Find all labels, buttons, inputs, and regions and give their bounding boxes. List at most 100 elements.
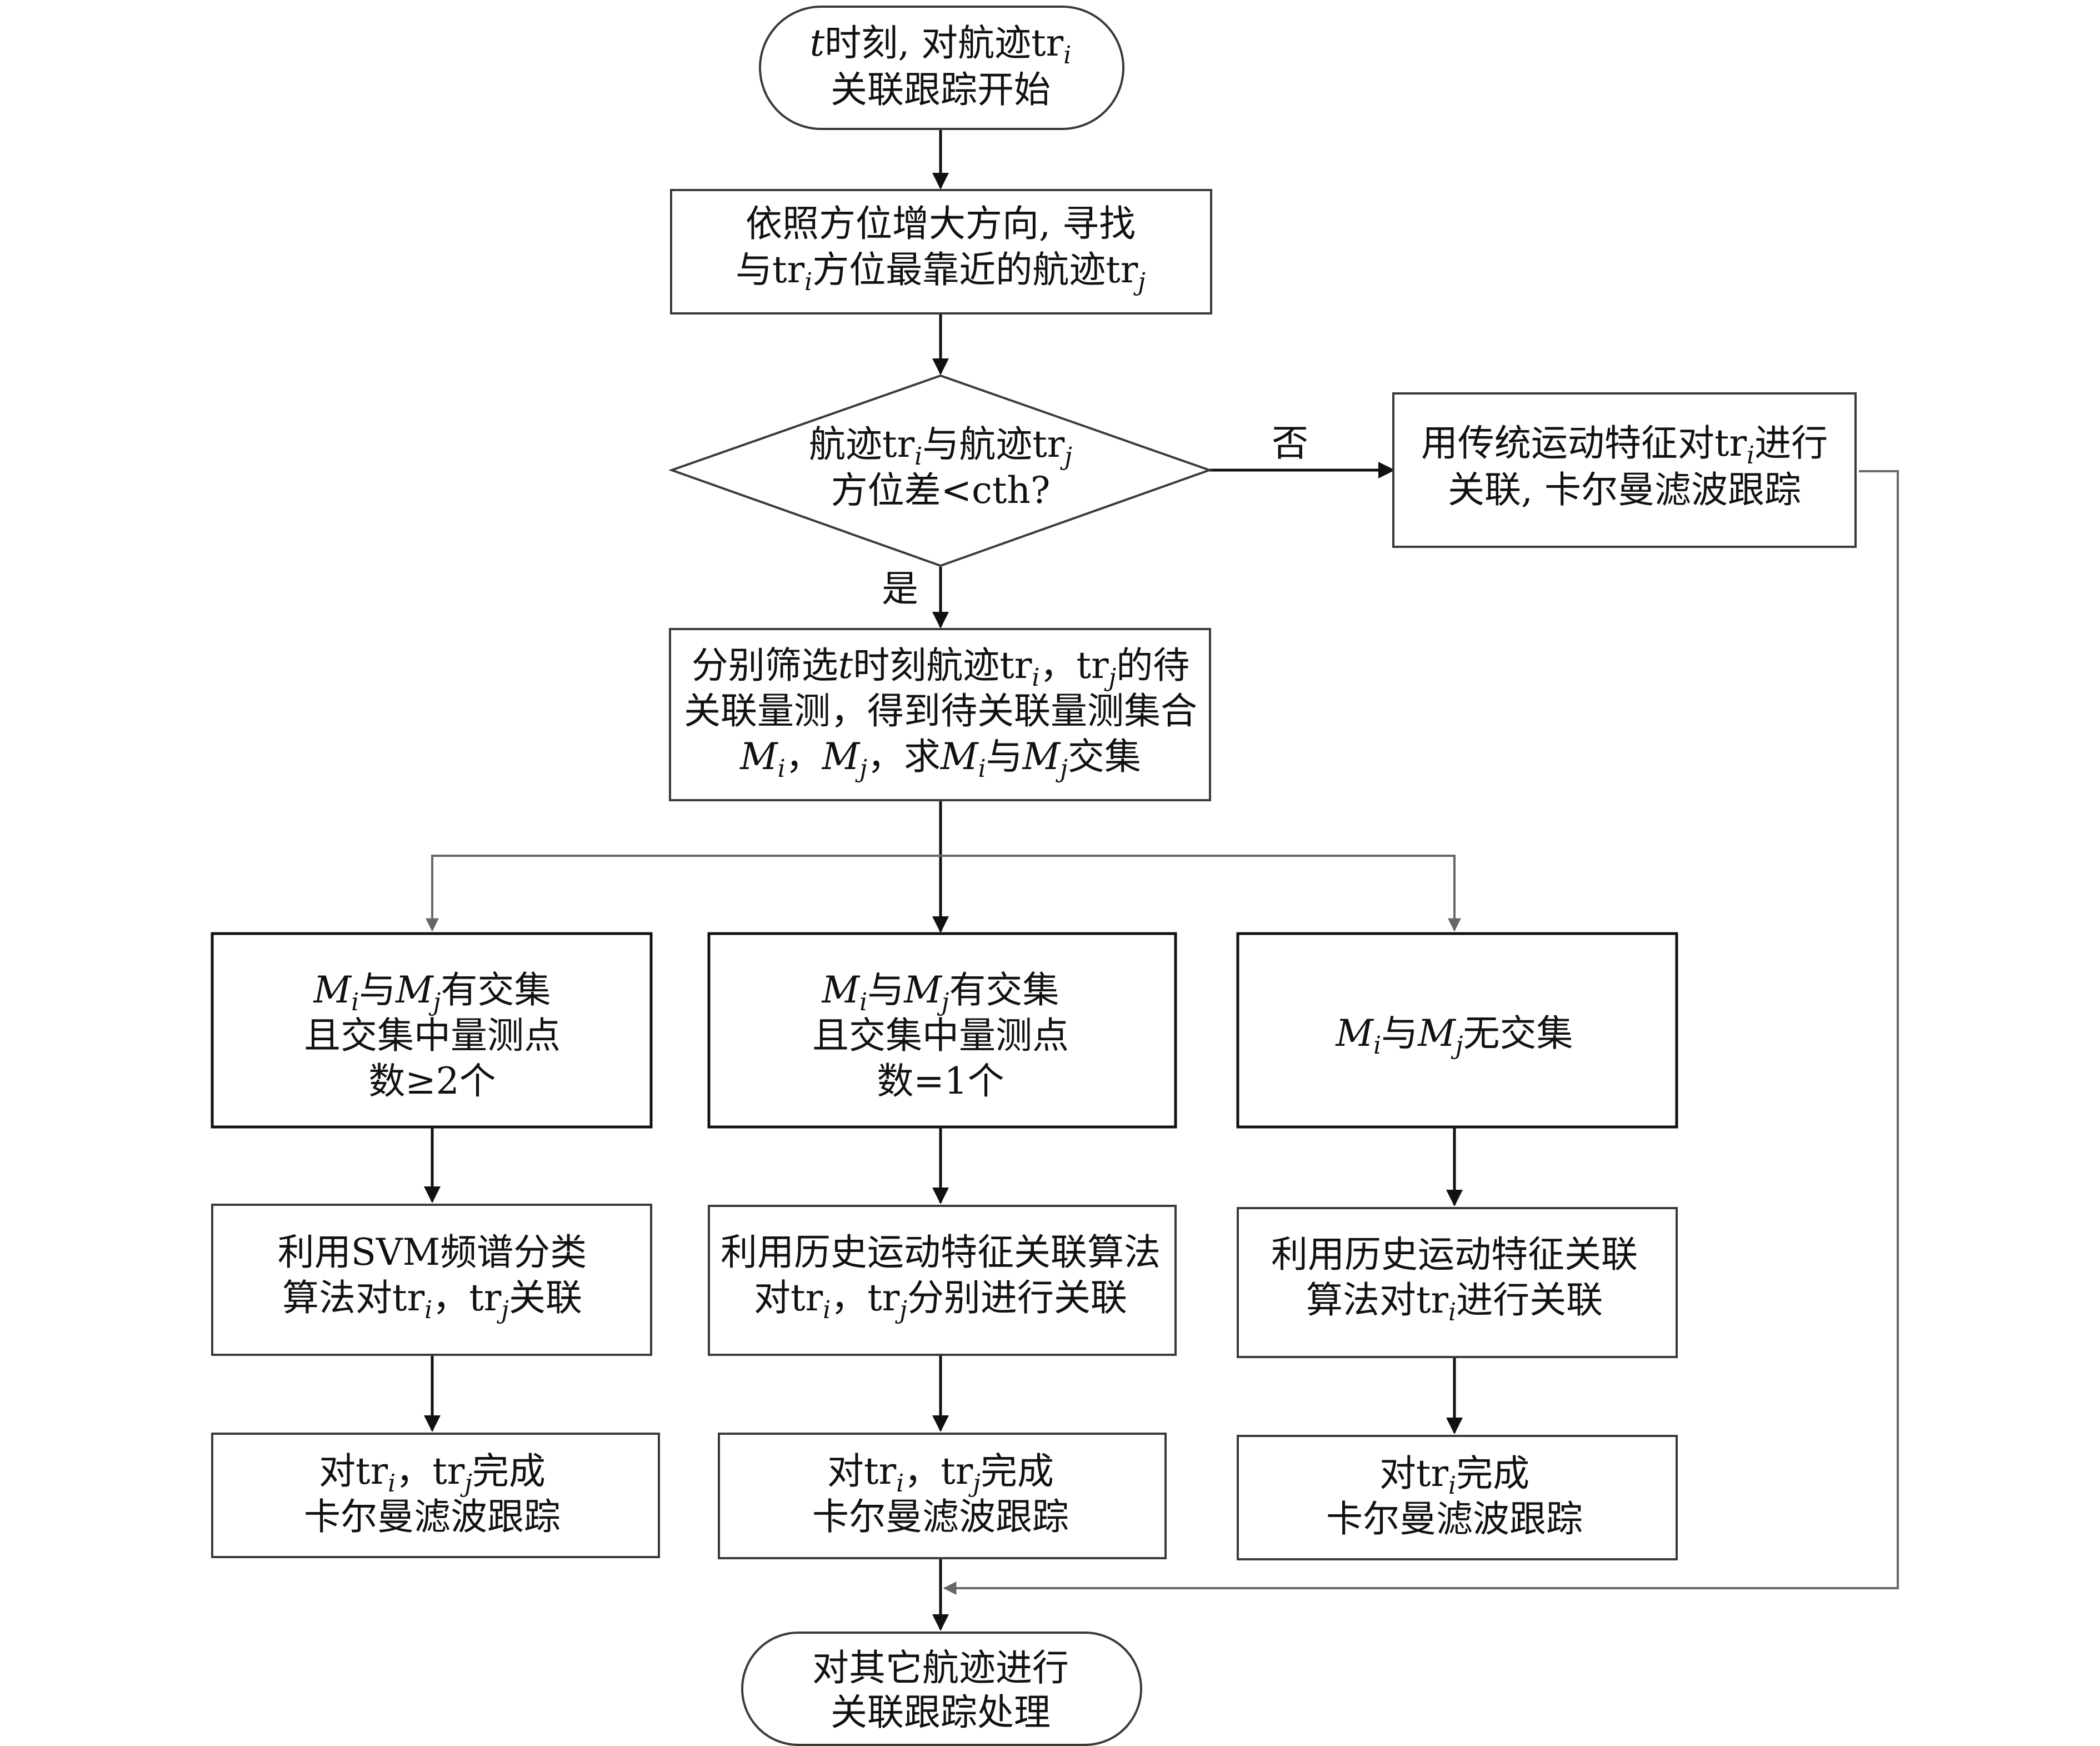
svg-text:对tri，trj分别进行关联: 对tri，trj分别进行关联 — [754, 1276, 1127, 1324]
find-nearest-track-node: 依照方位增大方向, 寻找 与tri方位最靠近的航迹trj — [670, 189, 1212, 315]
kalman-left-line2: 卡尔曼滤波跟踪 — [304, 1495, 561, 1538]
case-mid-m2: M — [903, 969, 942, 1011]
find-line2-a: 与tr — [736, 248, 805, 291]
filter-line3-c: 与 — [986, 735, 1023, 778]
algo-left-line1: 利用SVM频谱分类 — [278, 1231, 587, 1274]
case-mid-mid: 与 — [867, 969, 904, 1011]
kalman-mid-line1-c: 完成 — [981, 1450, 1054, 1493]
filter-line1-d: 的待 — [1116, 644, 1189, 687]
filter-line1-b: 时刻航迹tr — [853, 644, 1032, 687]
traditional-line2: 关联, 卡尔曼滤波跟踪 — [1448, 468, 1801, 511]
kalman-left-line1-a: 对tr — [319, 1450, 388, 1493]
case-left-tail: 有交集 — [441, 969, 551, 1011]
kalman-left-line1-b: ，tr — [396, 1450, 465, 1493]
kalman-mid-line1-b: ，tr — [904, 1450, 973, 1493]
find-line2-b: 方位最靠近的航迹tr — [812, 248, 1138, 291]
edge-traditional-to-end — [943, 470, 1899, 1595]
decision-sub-i: i — [914, 442, 922, 471]
filter-sub-i: i — [1032, 664, 1039, 692]
algo-mid-sub-i: i — [823, 1296, 831, 1324]
algo-right-node: 利用历史运动特征关联 算法对tri进行关联 — [1237, 1207, 1678, 1358]
svg-text:t时刻, 对航迹tri: t时刻, 对航迹tri — [810, 22, 1072, 69]
filter-measurements-node: 分别筛选t时刻航迹tri，trj的待 关联量测，得到待关联量测集合 Mi，Mj，… — [669, 628, 1211, 801]
case-mid-line3: 数=1个 — [877, 1060, 1004, 1103]
filter-m1-sub: i — [778, 755, 786, 783]
kalman-mid-node: 对tri，trj完成 卡尔曼滤波跟踪 — [718, 1433, 1167, 1559]
kalman-mid-line2: 卡尔曼滤波跟踪 — [812, 1495, 1069, 1538]
filter-m4: M — [1022, 735, 1061, 778]
start-sub-i: i — [1063, 41, 1071, 69]
end-node: 对其它航迹进行 关联跟踪处理 — [741, 1632, 1142, 1746]
svg-text:Mi，Mj，求Mi与Mj交集: Mi，Mj，求Mi与Mj交集 — [739, 735, 1141, 783]
algo-mid-node: 利用历史运动特征关联算法 对tri，trj分别进行关联 — [708, 1205, 1177, 1356]
svg-text:Mi与Mj无交集: Mi与Mj无交集 — [1336, 1012, 1573, 1060]
edges — [424, 129, 1899, 1631]
algo-mid-line2-b: ，tr — [831, 1276, 900, 1319]
find-line1: 依照方位增大方向, 寻找 — [746, 202, 1136, 245]
decision-line1-a: 航迹tr — [809, 423, 915, 466]
svg-text:用传统运动特征对tri进行: 用传统运动特征对tri进行 — [1421, 422, 1828, 470]
case-left-line3: 数≥2个 — [368, 1060, 496, 1103]
svg-text:对tri，trj完成: 对tri，trj完成 — [827, 1450, 1054, 1498]
algo-left-line2-b: ，tr — [432, 1276, 502, 1319]
svg-text:Mi与Mj有交集: Mi与Mj有交集 — [313, 969, 551, 1016]
svg-text:Mi与Mj有交集: Mi与Mj有交集 — [822, 969, 1059, 1016]
edge-filter-to-case-right — [941, 855, 1461, 932]
find-sub-i: i — [804, 268, 812, 296]
filter-line1-a: 分别筛选 — [692, 644, 838, 687]
case-mid-line2: 且交集中量测点 — [812, 1014, 1069, 1057]
end-line1: 对其它航迹进行 — [812, 1647, 1069, 1689]
case-left-line2: 且交集中量测点 — [304, 1014, 561, 1057]
algo-right-sub-i: i — [1448, 1298, 1456, 1326]
decision-line1-b: 与航迹tr — [922, 423, 1065, 466]
case-left-m2: M — [395, 969, 434, 1011]
traditional-line1-b: 进行 — [1754, 422, 1828, 465]
filter-m2: M — [822, 735, 861, 778]
case-right-m2: M — [1417, 1012, 1456, 1055]
traditional-association-node: 用传统运动特征对tri进行 关联, 卡尔曼滤波跟踪 — [1392, 392, 1857, 548]
case-left-m1: M — [313, 969, 352, 1011]
case-mid-tail: 有交集 — [949, 969, 1059, 1011]
svg-text:算法对tri，trj关联: 算法对tri，trj关联 — [282, 1276, 582, 1324]
case-mid-node: Mi与Mj有交集 且交集中量测点 数=1个 — [707, 932, 1177, 1129]
case-left-mid: 与 — [359, 969, 396, 1011]
kalman-right-line1-a: 对tr — [1379, 1452, 1449, 1495]
algo-left-sub-i: i — [424, 1296, 432, 1324]
kalman-right-line1-b: 完成 — [1456, 1452, 1529, 1495]
filter-line3-b: ，求 — [867, 735, 941, 778]
filter-m3-sub: i — [978, 755, 986, 783]
case-left-s1: i — [351, 988, 359, 1016]
start-line1-text: 时刻, 对航迹tr — [824, 22, 1063, 64]
edge-label-no: 否 — [1272, 422, 1308, 465]
kalman-mid-sub-i: i — [896, 1469, 904, 1498]
filter-line1-c: ，tr — [1039, 644, 1109, 687]
svg-text:对tri完成: 对tri完成 — [1379, 1452, 1529, 1500]
start-time-var: t — [810, 22, 825, 64]
kalman-left-node: 对tri，trj完成 卡尔曼滤波跟踪 — [211, 1433, 660, 1558]
svg-text:航迹tri与航迹trj: 航迹tri与航迹trj — [809, 423, 1072, 471]
algo-right-line2-b: 进行关联 — [1456, 1279, 1603, 1321]
edge-label-yes: 是 — [882, 567, 918, 610]
case-left-node: Mi与Mj有交集 且交集中量测点 数≥2个 — [211, 932, 653, 1129]
case-right-tail: 无交集 — [1463, 1012, 1573, 1055]
filter-line2: 关联量测，得到待关联量测集合 — [684, 690, 1197, 732]
kalman-right-node: 对tri完成 卡尔曼滤波跟踪 — [1237, 1435, 1678, 1560]
svg-text:对tri，trj完成: 对tri，trj完成 — [319, 1450, 546, 1498]
algo-mid-line2-c: 分别进行关联 — [907, 1276, 1127, 1319]
algo-mid-line2-a: 对tr — [754, 1276, 823, 1319]
kalman-right-sub-i: i — [1448, 1471, 1456, 1500]
case-right-node: Mi与Mj无交集 — [1236, 932, 1678, 1129]
filter-line3-d: 交集 — [1068, 735, 1141, 778]
filter-time-var: t — [838, 644, 853, 687]
case-right-mid: 与 — [1381, 1012, 1418, 1055]
decision-node: 航迹tri与航迹trj 方位差<cth? — [668, 374, 1213, 567]
edge-filter-to-case-left — [426, 855, 941, 932]
algo-left-line2-c: 关联 — [509, 1276, 582, 1319]
filter-m1: M — [739, 735, 778, 778]
traditional-sub-i: i — [1747, 441, 1754, 470]
svg-text:算法对tri进行关联: 算法对tri进行关联 — [1306, 1279, 1603, 1326]
kalman-mid-line1-a: 对tr — [827, 1450, 897, 1493]
algo-right-line2-a: 算法对tr — [1306, 1279, 1449, 1321]
case-right-s1: i — [1373, 1031, 1381, 1060]
